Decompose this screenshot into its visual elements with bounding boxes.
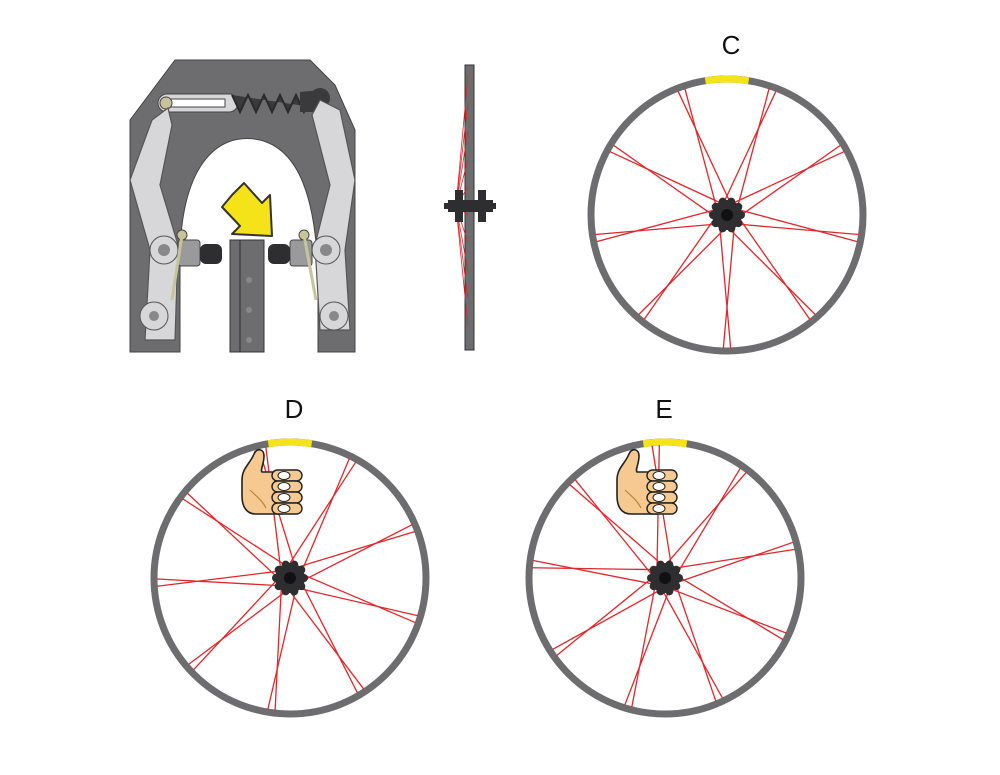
left-brake-arm xyxy=(129,106,179,341)
spoke xyxy=(672,541,794,585)
spoke xyxy=(643,214,718,320)
spoke xyxy=(182,498,291,569)
wheel-side-view xyxy=(444,64,496,351)
palm-line xyxy=(624,489,642,509)
spoke xyxy=(267,585,298,710)
spoke xyxy=(662,472,747,569)
spoke xyxy=(660,586,723,699)
wheel-d xyxy=(150,438,430,718)
spoke xyxy=(292,530,415,570)
side-spoke xyxy=(455,74,469,207)
spoke xyxy=(156,578,284,587)
panel-label-e: E xyxy=(655,394,672,424)
spoke xyxy=(193,576,281,671)
spoke xyxy=(721,91,777,207)
spoke xyxy=(533,559,658,586)
spoke xyxy=(731,223,859,236)
panel-label-d: D xyxy=(285,394,304,424)
spoke xyxy=(285,461,357,570)
spoke xyxy=(735,88,770,212)
rim-section xyxy=(229,239,265,353)
hub xyxy=(272,560,308,596)
panel-label-c: C xyxy=(722,30,741,60)
thumbs-up-hand-icon xyxy=(241,448,303,515)
spoke xyxy=(293,586,418,617)
spoke xyxy=(722,221,736,349)
spoke xyxy=(299,579,358,693)
fingernail xyxy=(652,471,666,480)
wheel-e xyxy=(525,438,805,718)
spoke xyxy=(736,214,811,320)
hub xyxy=(709,197,745,233)
spoke xyxy=(673,580,717,702)
spoke xyxy=(609,151,726,206)
spoke xyxy=(684,88,719,212)
spoke xyxy=(674,467,741,578)
palm-line xyxy=(249,489,267,509)
spoke xyxy=(274,583,283,711)
spoke xyxy=(532,567,660,571)
fingernail xyxy=(277,493,291,502)
spoke xyxy=(574,479,656,580)
spoke xyxy=(624,586,672,706)
fingernail xyxy=(652,493,666,502)
spoke xyxy=(187,492,281,581)
spoke xyxy=(286,587,365,690)
hub xyxy=(647,560,683,596)
fingernail xyxy=(277,482,291,491)
rim-highlight xyxy=(642,438,688,448)
fingernail xyxy=(652,482,666,491)
spoke xyxy=(569,484,667,569)
spoke xyxy=(638,224,730,315)
brake-closeup xyxy=(129,59,356,353)
fingernail xyxy=(652,504,666,513)
spoke xyxy=(596,207,720,243)
side-spoke xyxy=(455,205,469,328)
spoke xyxy=(724,224,816,315)
spoke xyxy=(667,587,787,634)
wheel-c xyxy=(587,75,867,355)
caliper-body xyxy=(129,59,356,353)
fingernail xyxy=(277,504,291,513)
spoke xyxy=(298,572,416,624)
spoke xyxy=(677,91,733,207)
side-spoke xyxy=(455,102,469,207)
spoke xyxy=(299,458,350,577)
axle xyxy=(659,572,671,584)
spoke xyxy=(552,587,665,650)
thumbs-up-hand-icon xyxy=(616,448,678,515)
axle xyxy=(284,572,296,584)
spoke xyxy=(556,574,656,656)
spoke xyxy=(734,207,858,243)
down-right-arrow-icon xyxy=(221,182,273,237)
spoke xyxy=(718,221,732,349)
spoke xyxy=(728,151,845,206)
rim-highlight xyxy=(704,75,750,85)
rim-highlight xyxy=(267,438,313,448)
spoke xyxy=(298,524,413,584)
spoke xyxy=(673,573,784,641)
spoke xyxy=(669,548,795,570)
spoke xyxy=(631,581,657,707)
spoke xyxy=(188,587,291,665)
spoke xyxy=(613,144,718,219)
fingernail xyxy=(277,471,291,480)
spoke xyxy=(736,144,841,219)
axle xyxy=(721,209,733,221)
spoke xyxy=(595,223,723,236)
spoke xyxy=(157,569,284,587)
